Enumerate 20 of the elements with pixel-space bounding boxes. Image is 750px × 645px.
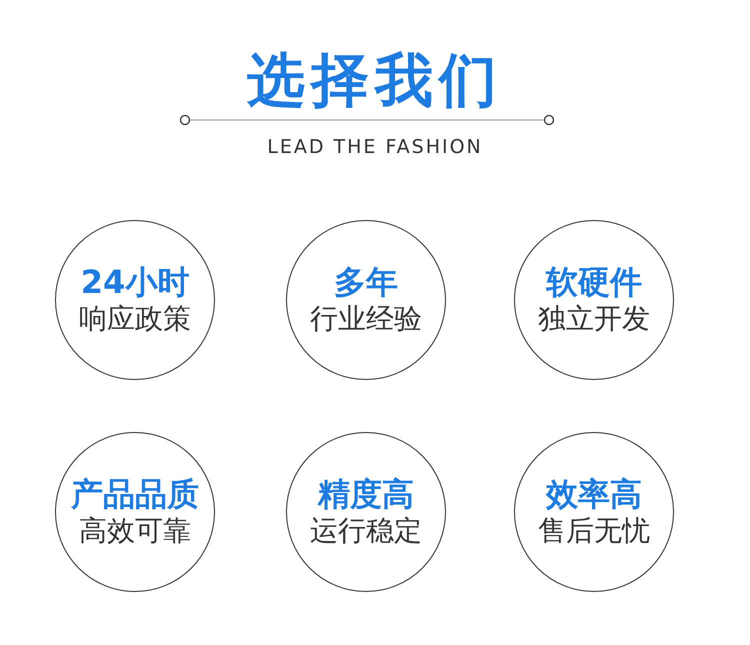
feature-circle xyxy=(514,432,674,592)
feature-text: 响应政策 xyxy=(79,301,191,337)
subtitle: LEAD THE FASHION xyxy=(267,136,483,158)
feature-heading: 软硬件 xyxy=(546,263,642,301)
feature-heading: 产品品质 xyxy=(71,475,199,513)
feature-circle xyxy=(286,220,446,380)
feature-circle xyxy=(286,432,446,592)
feature-heading: 精度高 xyxy=(318,475,414,513)
feature-heading: 效率高 xyxy=(546,475,642,513)
feature-heading: 24小时 xyxy=(80,263,190,301)
feature-circle xyxy=(55,432,215,592)
feature-text: 行业经验 xyxy=(310,301,422,337)
page-title: 选择我们 xyxy=(247,45,503,116)
feature-heading: 多年 xyxy=(334,263,398,301)
feature-text: 运行稳定 xyxy=(310,513,422,549)
feature-text: 高效可靠 xyxy=(79,513,191,549)
feature-text: 售后无忧 xyxy=(538,513,650,549)
feature-circle xyxy=(55,220,215,380)
feature-text: 独立开发 xyxy=(538,301,650,337)
feature-circle xyxy=(514,220,674,380)
